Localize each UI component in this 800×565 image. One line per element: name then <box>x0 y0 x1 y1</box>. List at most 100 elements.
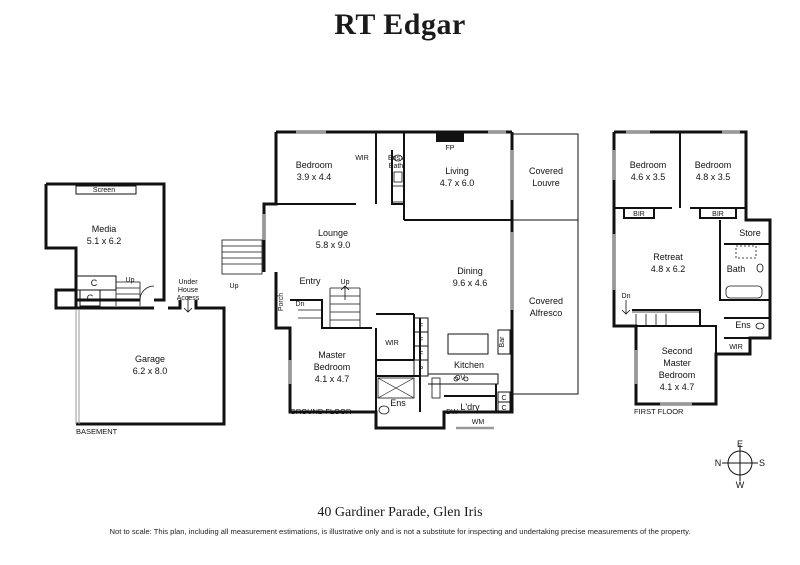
porch-up-label: Up <box>230 283 239 290</box>
cupboard-c2-label: C <box>87 293 94 303</box>
lounge-name: Lounge <box>318 228 348 238</box>
disclaimer-text: Not to scale: This plan, including all m… <box>109 527 691 536</box>
porch-label: Porch <box>278 293 285 311</box>
basement-floor-label: BASEMENT <box>76 427 118 436</box>
covered-alfresco-outline <box>512 219 579 395</box>
kitchen-island <box>447 333 489 355</box>
ground-floor-plan <box>221 130 579 430</box>
bedroom-walls <box>276 132 405 220</box>
vanity-bath <box>393 171 403 183</box>
master-dim: 4.1 x 4.7 <box>315 374 350 384</box>
toilet-ens <box>378 405 390 415</box>
wir-top-label: WIR <box>355 155 369 162</box>
under-house-label-1: Under <box>178 279 198 286</box>
screen-box <box>75 185 137 195</box>
shower <box>377 377 415 399</box>
covered-louvre-label-2: Louvre <box>532 178 560 188</box>
media-name: Media <box>92 224 117 234</box>
garage-dim: 6.2 x 8.0 <box>133 366 168 376</box>
first-bed2-name: Bedroom <box>695 160 732 170</box>
wir-master-label: WIR <box>385 340 399 347</box>
bir1-label: BIR <box>633 211 645 218</box>
first-dn-label: Dn <box>622 293 631 300</box>
master-name-2: Bedroom <box>314 362 351 372</box>
living-name: Living <box>445 166 469 176</box>
ground-floor-label: GROUND FLOOR <box>290 407 352 416</box>
ens-bath-label-2: Bath <box>389 163 404 170</box>
basement-stair <box>115 281 141 306</box>
washing-machine-label: WM <box>472 419 485 426</box>
second-master-name-3: Bedroom <box>659 370 696 380</box>
fridge-label-3: F <box>419 351 423 358</box>
ens-bath-label-1: Ens / <box>388 155 404 162</box>
basement-plan <box>44 182 226 426</box>
bedroom-dim: 3.9 x 4.4 <box>297 172 332 182</box>
first-bed-walls <box>614 132 746 219</box>
retreat-dim: 4.8 x 6.2 <box>651 264 686 274</box>
kitchen-bench <box>428 373 499 385</box>
first-floor-plan <box>612 130 772 406</box>
stair-up-label: Up <box>341 279 350 286</box>
ensuite-label: Ens <box>390 398 406 408</box>
cupboard-c-a-label: C <box>501 395 506 402</box>
oven-label: OV <box>455 375 465 382</box>
dishwasher-label: DW <box>446 409 458 416</box>
pantry-column <box>413 317 429 377</box>
cupboard-c1-label: C <box>91 278 98 288</box>
entry-walls <box>275 272 372 329</box>
store-label: Store <box>739 228 761 238</box>
under-house-label-2: House <box>178 287 198 294</box>
compass-e: E <box>737 439 743 449</box>
wet-area-walls <box>719 220 770 339</box>
first-bed1-dim: 4.6 x 3.5 <box>631 172 666 182</box>
kitchen-label: Kitchen <box>454 360 484 370</box>
porch-stair <box>221 239 263 275</box>
first-bath-label: Bath <box>727 264 746 274</box>
door-swing <box>139 285 155 301</box>
store-cupboard <box>735 245 757 259</box>
up-arrow <box>340 285 350 300</box>
covered-louvre-outline <box>512 133 579 221</box>
first-stair <box>632 311 700 326</box>
bar-label: Bar <box>499 336 506 348</box>
toilet-first-ens <box>755 322 765 330</box>
fireplace-label: FP <box>446 145 455 152</box>
second-master-name-1: Second <box>662 346 693 356</box>
covered-louvre-label-1: Covered <box>529 166 563 176</box>
first-floor-label: FIRST FLOOR <box>634 407 684 416</box>
second-master-dim: 4.1 x 4.7 <box>660 382 695 392</box>
stair-landing-walls <box>54 276 78 310</box>
toilet-bath <box>393 154 403 162</box>
under-house-label-3: Access <box>177 295 200 302</box>
garage-walls <box>76 300 226 426</box>
ground-windows <box>262 130 514 430</box>
ground-stair <box>298 287 361 328</box>
brand-logo: RT Edgar <box>334 8 466 41</box>
cupboard-c-b-label: C <box>501 405 506 412</box>
first-dn-arrow <box>621 300 631 315</box>
garage-name: Garage <box>135 354 165 364</box>
laundry-walls <box>444 384 497 412</box>
compass-n: N <box>715 458 722 468</box>
dining-dim: 9.6 x 4.6 <box>453 278 488 288</box>
bedroom-name: Bedroom <box>296 160 333 170</box>
bath-tub <box>725 285 763 299</box>
stair-dn-label: Dn <box>296 301 305 308</box>
compass-w: W <box>736 480 745 490</box>
first-wir-label: WIR <box>729 344 743 351</box>
compass-s: S <box>759 458 765 468</box>
covered-alfresco-label-1: Covered <box>529 296 563 306</box>
fridge-label-2: F <box>419 337 423 344</box>
first-windows <box>612 130 740 406</box>
property-address: 40 Gardiner Parade, Glen Iris <box>317 505 483 520</box>
media-room-walls <box>44 182 166 302</box>
pantry-label: P <box>419 366 424 373</box>
covered-alfresco-label-2: Alfresco <box>530 308 563 318</box>
bar-bench <box>497 329 511 355</box>
master-name-1: Master <box>318 350 346 360</box>
basement-up-label: Up <box>126 277 135 284</box>
second-master-name-2: Master <box>663 358 691 368</box>
retreat-name: Retreat <box>653 252 683 262</box>
first-ens-label: Ens <box>735 320 751 330</box>
